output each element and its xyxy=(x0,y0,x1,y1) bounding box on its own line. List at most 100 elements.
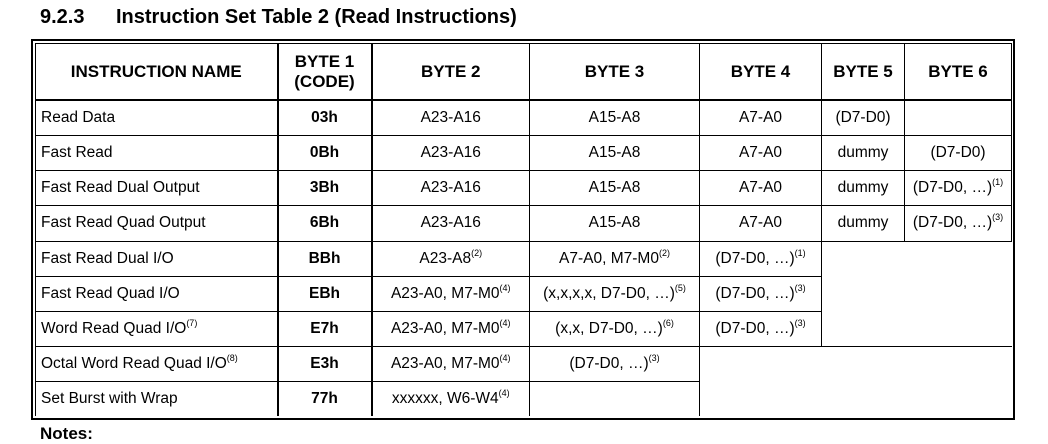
footnote-ref: (3) xyxy=(992,212,1004,223)
footnote-ref: (2) xyxy=(471,247,483,258)
cell-text: A23-A0, M7-M0 xyxy=(390,319,500,337)
header-byte2: BYTE 2 xyxy=(371,43,530,102)
notes-label: Notes: xyxy=(40,424,93,443)
cell-text: (D7-D0, …) xyxy=(912,179,993,197)
byte2-cell: A23-A0, M7-M0(4) xyxy=(371,345,530,382)
byte2-cell: A23-A16 xyxy=(371,205,530,242)
footnote-ref: (1) xyxy=(992,177,1004,188)
byte3-cell: A7-A0, M7-M0(2) xyxy=(529,240,700,277)
instruction-code: BBh xyxy=(276,240,373,277)
cell-text: A7-A0, M7-M0 xyxy=(559,249,659,267)
byte5-cell: dummy xyxy=(821,170,905,207)
header-byte1-line2: (CODE) xyxy=(294,71,355,91)
cell-text: (D7-D0, …) xyxy=(715,319,795,337)
byte2-cell: A23-A8(2) xyxy=(371,240,530,277)
footnote-ref: (4) xyxy=(499,282,511,293)
cell-text: (D7-D0, …) xyxy=(912,214,993,232)
header-byte6: BYTE 6 xyxy=(904,43,1012,102)
table-row: Fast Read Dual Output 3Bh A23-A16 A15-A8… xyxy=(35,170,1012,207)
byte6-cell: (D7-D0) xyxy=(904,135,1012,172)
instruction-name: Read Data xyxy=(35,99,278,137)
byte2-cell: A23-A0, M7-M0(4) xyxy=(371,275,530,312)
byte3-cell: (x,x, D7-D0, …)(6) xyxy=(529,310,700,347)
table-row: Fast Read Dual I/O BBh A23-A8(2) A7-A0, … xyxy=(35,240,1012,347)
instruction-code: E7h xyxy=(276,310,373,347)
footnote-ref: (8) xyxy=(226,352,238,363)
byte2-cell: A23-A16 xyxy=(371,99,530,137)
footnote-ref: (3) xyxy=(648,352,660,363)
instruction-name: Set Burst with Wrap xyxy=(35,380,278,416)
cell-text: xxxxxx, W6-W4 xyxy=(391,389,499,407)
instruction-code: 03h xyxy=(276,99,373,137)
footnote-ref: (1) xyxy=(794,247,806,258)
byte3-cell: A15-A8 xyxy=(529,170,700,207)
footnote-ref: (4) xyxy=(498,387,510,398)
footnote-ref: (7) xyxy=(186,317,198,328)
header-byte1: BYTE 1(CODE) xyxy=(276,43,373,102)
table-row: Set Burst with Wrap 77h xxxxxx, W6-W4(4) xyxy=(35,380,1012,416)
section-heading: 9.2.3 Instruction Set Table 2 (Read Instr… xyxy=(40,6,517,29)
byte5-cell: (D7-D0) xyxy=(821,99,905,137)
cell-text: (D7-D0, …) xyxy=(569,354,649,372)
table-row: Octal Word Read Quad I/O(8) E3h A23-A0, … xyxy=(35,345,1012,416)
instruction-code: 6Bh xyxy=(276,205,373,242)
instruction-name: Fast Read Quad I/O xyxy=(35,275,278,312)
byte6-cell xyxy=(904,99,1012,137)
header-byte5: BYTE 5 xyxy=(821,43,905,102)
instruction-name: Word Read Quad I/O(7) xyxy=(35,310,278,347)
byte4-cell: (D7-D0, …)(1) xyxy=(699,240,822,277)
instruction-code: 3Bh xyxy=(276,170,373,207)
footnote-ref: (5) xyxy=(674,282,686,293)
footnote-ref: (4) xyxy=(499,317,511,328)
empty-cell xyxy=(821,240,1012,347)
footnote-ref: (4) xyxy=(499,352,511,363)
byte4-cell: (D7-D0, …)(3) xyxy=(699,275,822,312)
instruction-code: EBh xyxy=(276,275,373,312)
byte2-cell: A23-A0, M7-M0(4) xyxy=(371,310,530,347)
cell-text: (D7-D0, …) xyxy=(715,249,795,267)
table-row: Read Data 03h A23-A16 A15-A8 A7-A0 (D7-D… xyxy=(35,99,1012,137)
cell-text: Word Read Quad I/O xyxy=(41,319,187,337)
cell-text: (x,x, D7-D0, …) xyxy=(555,319,663,337)
cell-text: A23-A8 xyxy=(419,249,472,267)
instruction-name: Fast Read xyxy=(35,135,278,172)
cell-text: (x,x,x,x, D7-D0, …) xyxy=(543,284,675,302)
header-byte1-line1: BYTE 1 xyxy=(294,51,355,71)
byte2-cell: A23-A16 xyxy=(371,170,530,207)
empty-cell xyxy=(529,380,700,416)
table-row: Fast Read Quad I/O EBh A23-A0, M7-M0(4) … xyxy=(35,275,1012,312)
section-title: Instruction Set Table 2 (Read Instructio… xyxy=(116,6,517,28)
byte2-cell: A23-A16 xyxy=(371,135,530,172)
byte3-cell: A15-A8 xyxy=(529,205,700,242)
cell-text: Octal Word Read Quad I/O xyxy=(41,354,227,372)
byte2-cell: xxxxxx, W6-W4(4) xyxy=(371,380,530,416)
section-number: 9.2.3 xyxy=(40,6,85,28)
table-row: Fast Read Quad Output 6Bh A23-A16 A15-A8… xyxy=(35,205,1012,242)
cell-text: A23-A0, M7-M0 xyxy=(390,354,500,372)
header-byte3: BYTE 3 xyxy=(529,43,700,102)
byte4-cell: A7-A0 xyxy=(699,99,822,137)
footnote-ref: (6) xyxy=(662,317,674,328)
table-header-row: INSTRUCTION NAME BYTE 1(CODE) BYTE 2 BYT… xyxy=(35,43,1012,102)
byte5-cell: dummy xyxy=(821,135,905,172)
byte3-cell: A15-A8 xyxy=(529,135,700,172)
footnote-ref: (3) xyxy=(794,317,806,328)
instruction-table: INSTRUCTION NAME BYTE 1(CODE) BYTE 2 BYT… xyxy=(35,43,1012,416)
cell-text: A23-A0, M7-M0 xyxy=(390,284,500,302)
cell-text: (D7-D0, …) xyxy=(715,284,795,302)
byte6-cell: (D7-D0, …)(1) xyxy=(904,170,1012,207)
byte3-cell: (x,x,x,x, D7-D0, …)(5) xyxy=(529,275,700,312)
table-row: Fast Read 0Bh A23-A16 A15-A8 A7-A0 dummy… xyxy=(35,135,1012,172)
instruction-code: 0Bh xyxy=(276,135,373,172)
byte4-cell: A7-A0 xyxy=(699,170,822,207)
byte6-cell: (D7-D0, …)(3) xyxy=(904,205,1012,242)
instruction-code: 77h xyxy=(276,380,373,416)
instruction-name: Fast Read Quad Output xyxy=(35,205,278,242)
header-byte4: BYTE 4 xyxy=(699,43,822,102)
byte3-cell: (D7-D0, …)(3) xyxy=(529,345,700,382)
instruction-code: E3h xyxy=(276,345,373,382)
byte4-cell: (D7-D0, …)(3) xyxy=(699,310,822,347)
byte5-cell: dummy xyxy=(821,205,905,242)
byte4-cell: A7-A0 xyxy=(699,205,822,242)
instruction-name: Fast Read Dual Output xyxy=(35,170,278,207)
